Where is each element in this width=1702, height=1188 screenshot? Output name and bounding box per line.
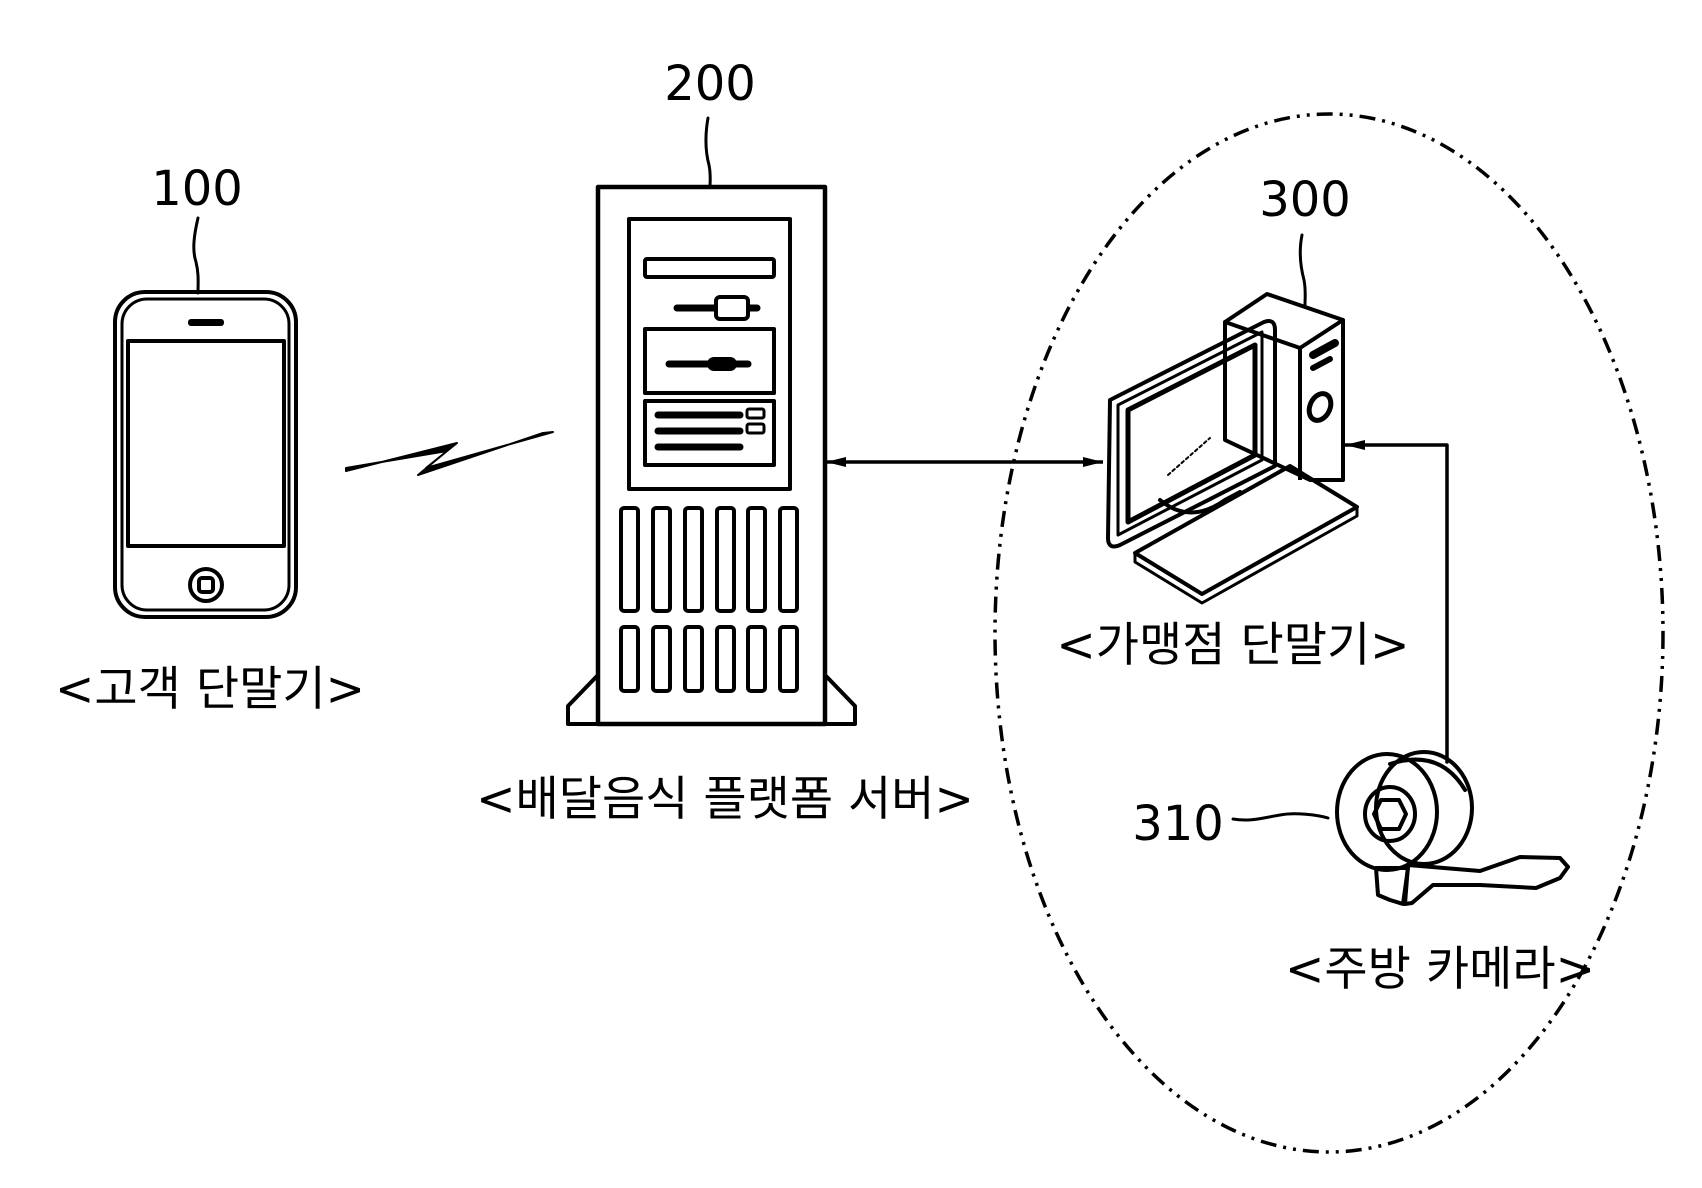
kitchen-camera-label: <주방 카메라>	[1285, 942, 1595, 997]
customer-terminal-ref: 100	[151, 161, 243, 217]
kitchen-camera: 310 <주방 카메라>	[1132, 750, 1595, 997]
store-terminal-leader	[1298, 233, 1307, 307]
kitchen-camera-ref: 310	[1132, 796, 1224, 852]
store-terminal: 300 <가맹점 단말기>	[1056, 172, 1409, 673]
vent-slots	[619, 506, 799, 693]
platform-server: 200	[476, 56, 974, 827]
camera-icon	[1335, 750, 1570, 906]
lightning-bolt-icon	[345, 431, 554, 476]
monitor-glare	[1167, 437, 1211, 476]
customer-terminal: 100 <고객 단말기>	[55, 161, 365, 717]
customer-terminal-label: <고객 단말기>	[55, 662, 365, 717]
platform-server-leader	[704, 116, 712, 189]
desktop-computer-icon	[1106, 292, 1359, 605]
customer-terminal-leader	[192, 216, 200, 295]
kitchen-camera-leader	[1231, 812, 1330, 822]
camera-store-link	[1343, 440, 1449, 764]
store-premises-boundary	[993, 112, 1665, 1154]
smartphone-icon	[113, 290, 298, 619]
store-terminal-ref: 300	[1259, 172, 1351, 228]
store-terminal-label: <가맹점 단말기>	[1056, 618, 1409, 673]
platform-server-ref: 200	[664, 56, 756, 112]
platform-server-label: <배달음식 플랫폼 서버>	[476, 772, 974, 827]
server-tower-icon	[566, 184, 857, 727]
